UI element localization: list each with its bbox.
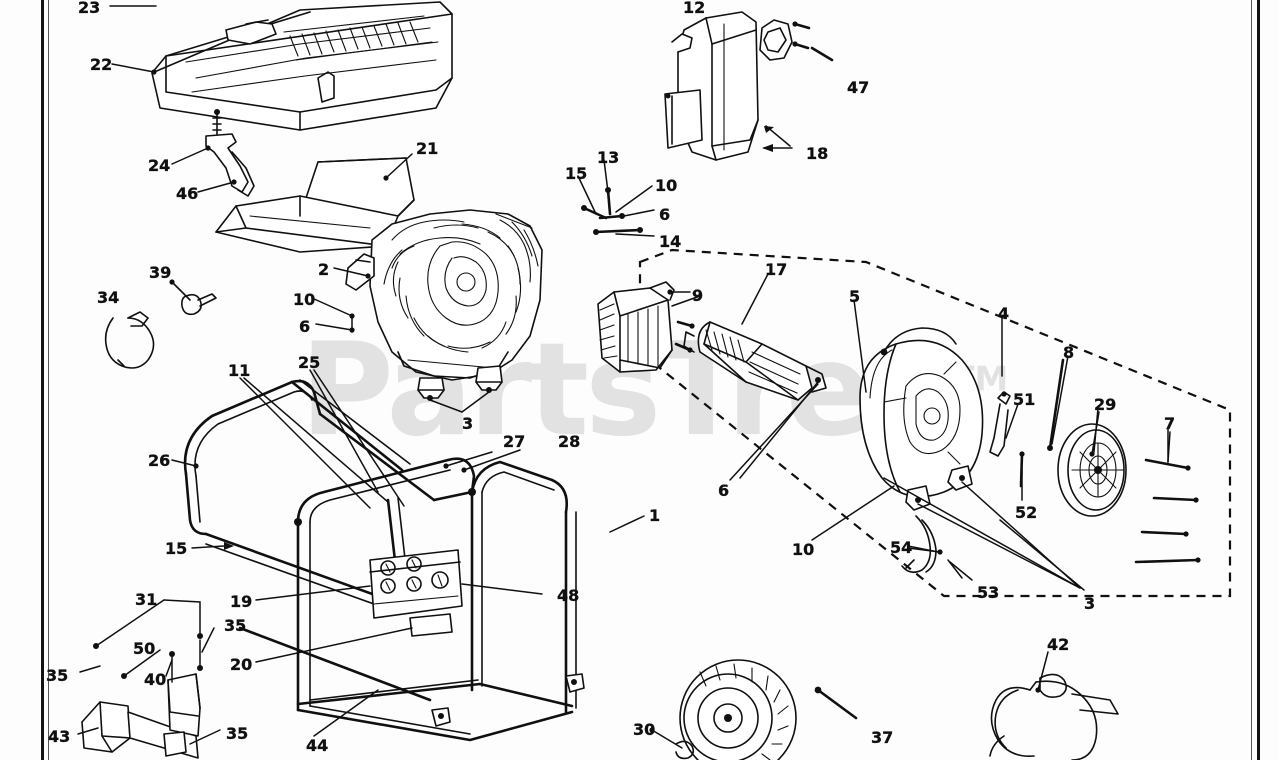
callout-4: 4 xyxy=(998,304,1010,323)
callout-51: 51 xyxy=(1013,390,1036,409)
cooling-fan-part xyxy=(1057,411,1127,517)
callout-20: 20 xyxy=(230,655,253,674)
callout-35: 35 xyxy=(46,666,69,685)
clamp-34-part xyxy=(104,311,155,369)
callout-10: 10 xyxy=(655,176,678,195)
callout-13: 13 xyxy=(597,148,620,167)
callout-27: 27 xyxy=(503,432,526,451)
alternator-group-boundary xyxy=(638,248,1232,598)
fuel-tank-part xyxy=(151,1,453,131)
callout-10: 10 xyxy=(293,290,316,309)
stator-part xyxy=(597,281,695,373)
callout-3: 3 xyxy=(1084,594,1096,613)
callout-18: 18 xyxy=(806,144,829,163)
page-border-left xyxy=(41,0,44,760)
callout-29: 29 xyxy=(1094,395,1117,414)
alternator-housing-part xyxy=(859,327,1081,589)
callout-6: 6 xyxy=(718,481,730,500)
engine-leaders xyxy=(311,267,371,333)
callout-15: 15 xyxy=(165,539,188,558)
callout-5: 5 xyxy=(849,287,861,306)
callout-25: 25 xyxy=(298,353,321,372)
callout-44: 44 xyxy=(306,736,329,755)
callout-17: 17 xyxy=(765,260,788,279)
wheel-part xyxy=(649,659,858,760)
callout-47: 47 xyxy=(847,78,870,97)
callout-6: 6 xyxy=(659,205,671,224)
callout-39: 39 xyxy=(149,263,172,282)
callout-1: 1 xyxy=(649,506,661,525)
callout-31: 31 xyxy=(135,590,158,609)
tank-leaders xyxy=(109,5,413,193)
callout-28: 28 xyxy=(558,432,581,451)
callout-34: 34 xyxy=(97,288,120,307)
callout-37: 37 xyxy=(871,728,894,747)
callout-19: 19 xyxy=(230,592,253,611)
callout-48: 48 xyxy=(557,586,580,605)
callout-26: 26 xyxy=(148,451,171,470)
pin-39-part xyxy=(169,279,217,316)
callout-6: 6 xyxy=(299,317,311,336)
callout-15: 15 xyxy=(565,164,588,183)
callout-42: 42 xyxy=(1047,635,1070,654)
page-border-right xyxy=(1257,0,1260,760)
callout-50: 50 xyxy=(133,639,156,658)
callout-30: 30 xyxy=(633,720,656,739)
callout-35: 35 xyxy=(226,724,249,743)
callout-21: 21 xyxy=(416,139,439,158)
page-border-left-inner xyxy=(48,0,49,760)
handle-clamp-part xyxy=(989,651,1119,760)
muffler-part xyxy=(664,11,834,161)
tank-hook-part xyxy=(205,109,255,197)
callout-35: 35 xyxy=(224,616,247,635)
callout-54: 54 xyxy=(890,538,913,557)
callout-43: 43 xyxy=(48,727,71,746)
rotor-part xyxy=(683,321,827,479)
page-border-right-inner xyxy=(1251,0,1252,760)
engine-top-leaders xyxy=(577,159,655,237)
frame-part xyxy=(171,369,645,742)
callout-2: 2 xyxy=(318,260,330,279)
callout-22: 22 xyxy=(90,55,113,74)
tank-bracket-part xyxy=(215,157,415,253)
callout-23: 23 xyxy=(78,0,101,17)
alternator-leaders xyxy=(671,273,1169,591)
callout-7: 7 xyxy=(1164,414,1176,433)
callout-9: 9 xyxy=(692,286,704,305)
callout-8: 8 xyxy=(1063,343,1075,362)
callout-10: 10 xyxy=(792,540,815,559)
callout-14: 14 xyxy=(659,232,682,251)
engine-part xyxy=(345,209,543,413)
base-bracket-part xyxy=(77,599,221,759)
callout-53: 53 xyxy=(977,583,1000,602)
callout-40: 40 xyxy=(144,670,167,689)
callout-11: 11 xyxy=(228,361,251,380)
control-panel-part xyxy=(255,549,543,663)
callout-46: 46 xyxy=(176,184,199,203)
engine-top-hardware xyxy=(581,187,643,235)
callout-52: 52 xyxy=(1015,503,1038,522)
callout-24: 24 xyxy=(148,156,171,175)
callout-3: 3 xyxy=(462,414,474,433)
callout-12: 12 xyxy=(683,0,706,17)
